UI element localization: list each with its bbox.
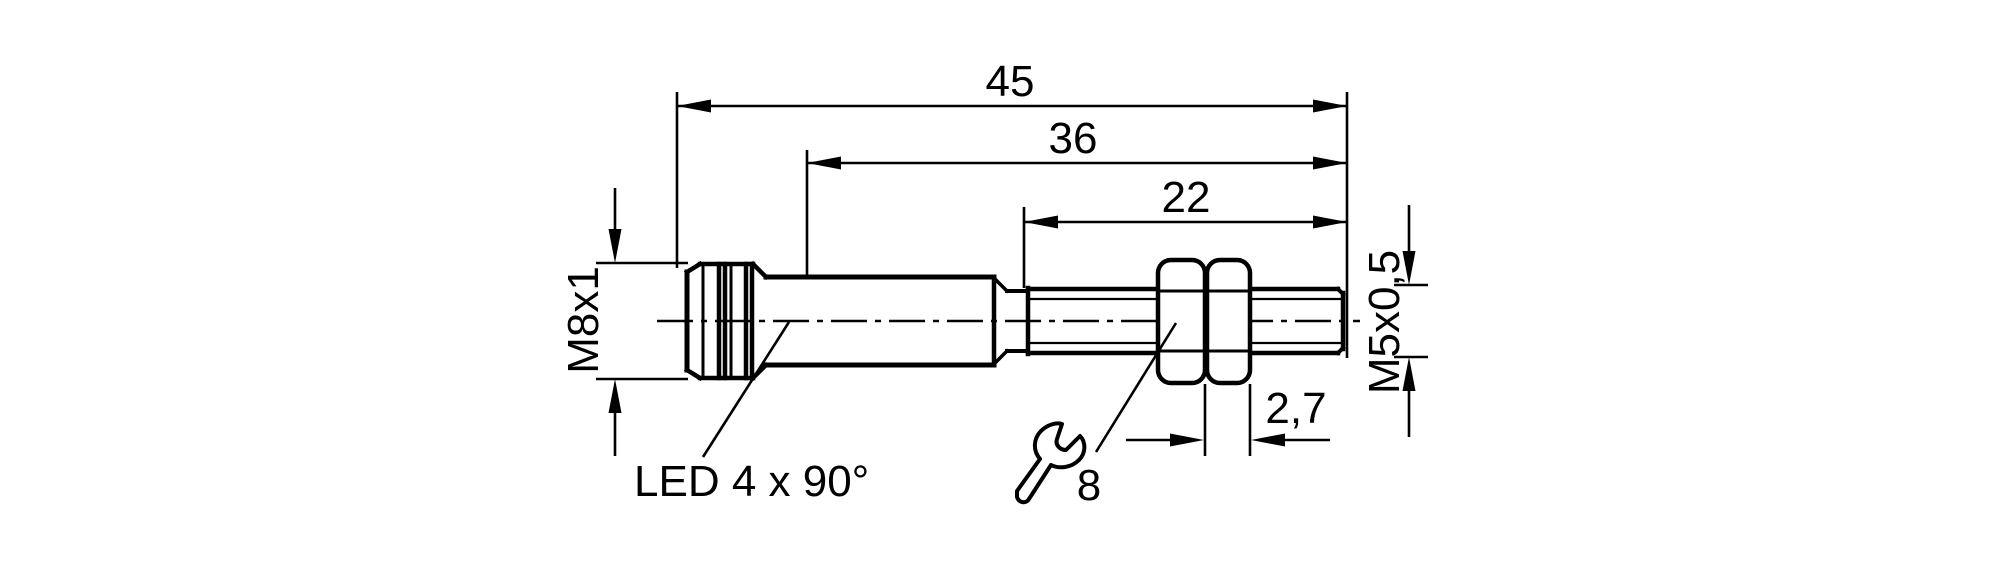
hex-nut-right xyxy=(1204,257,1253,386)
wrench-icon xyxy=(1015,421,1087,505)
dimension-label-22: 22 xyxy=(1162,173,1211,222)
wrench-leader-line xyxy=(1094,322,1178,453)
sensor-body-outline xyxy=(763,274,1031,368)
dimension-label-45: 45 xyxy=(986,57,1035,106)
led-callout: LED 4 x 90° xyxy=(634,321,869,506)
dimension-label-36: 36 xyxy=(1049,114,1098,163)
dimension-head-thread: M8x1 xyxy=(559,188,688,456)
led-label: LED 4 x 90° xyxy=(634,457,869,506)
dimension-stud-thread: M5x0,5 xyxy=(1360,205,1428,437)
dimension-overall-length: 45 xyxy=(675,57,1349,358)
dimension-thread-length: 22 xyxy=(1022,173,1347,288)
thread-label-m8x1: M8x1 xyxy=(559,266,608,374)
hex-nuts xyxy=(1155,257,1253,386)
wrench-size-label: 8 xyxy=(1077,461,1101,510)
sensor-head-outline xyxy=(683,260,770,382)
wrench-callout: 8 xyxy=(1015,322,1178,510)
dimension-label-2-7: 2,7 xyxy=(1265,384,1326,433)
thread-label-m5x05: M5x0,5 xyxy=(1360,250,1409,394)
hex-nut-left xyxy=(1155,257,1208,386)
dimension-housing-length: 36 xyxy=(805,114,1347,277)
led-leader-line xyxy=(701,321,791,458)
dimension-nut-thickness: 2,7 xyxy=(1126,384,1330,456)
